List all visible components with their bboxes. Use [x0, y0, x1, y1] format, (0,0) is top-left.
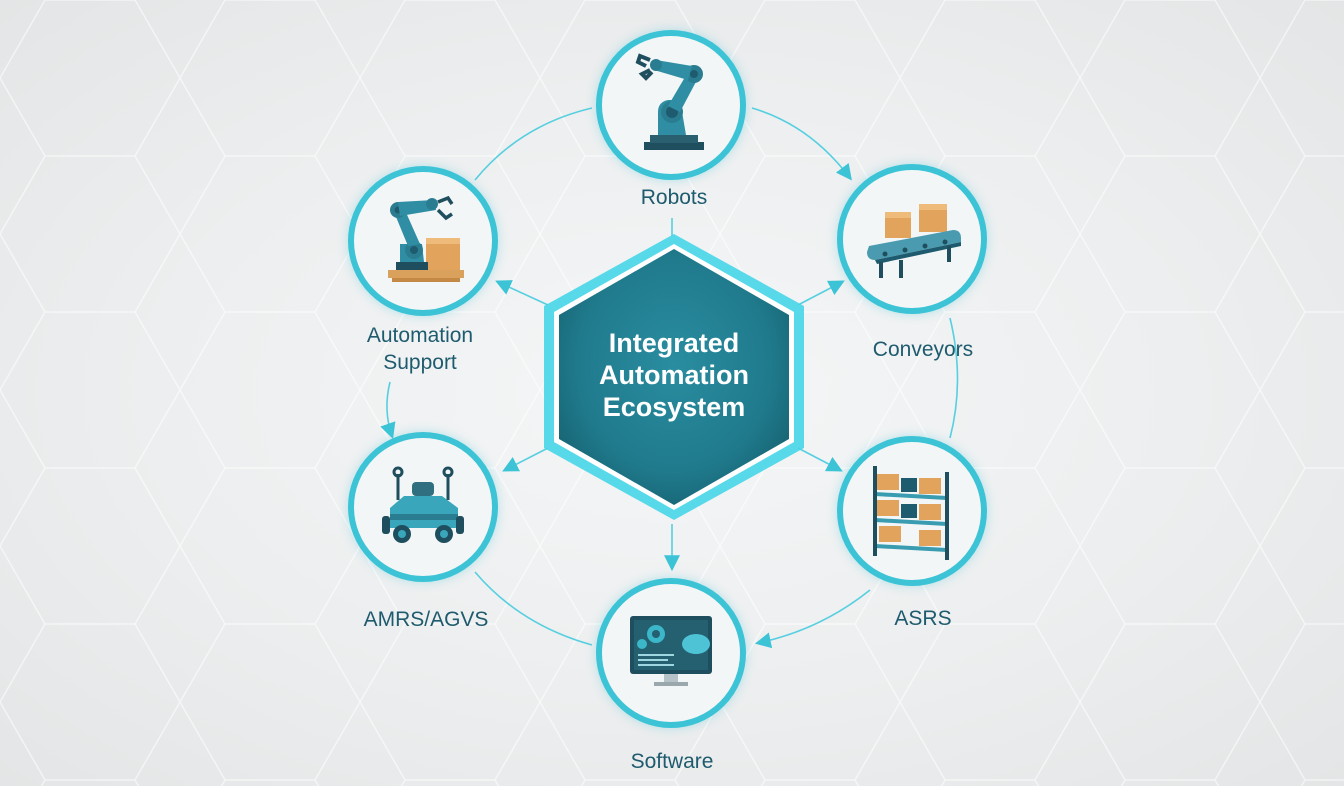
center-hexagon: [544, 234, 804, 520]
label-software: Software: [630, 750, 714, 773]
center-title: Integrated Automation Ecosystem: [542, 327, 806, 423]
node-automation-support[interactable]: [348, 166, 498, 316]
storage-rack-icon: [873, 466, 949, 560]
label-automation-support-line2: Support: [383, 351, 457, 374]
node-amrs-agvs[interactable]: [348, 432, 498, 582]
robotic-arm-icon: [635, 53, 704, 150]
center-title-line3: Ecosystem: [602, 392, 746, 422]
node-software[interactable]: [596, 578, 746, 728]
label-automation-support: Automation Support: [320, 322, 520, 376]
node-robots[interactable]: [596, 30, 746, 180]
label-conveyors: Conveyors: [872, 338, 974, 361]
label-asrs: ASRS: [894, 607, 952, 630]
computer-monitor-icon: [630, 616, 712, 686]
center-title-line2: Automation: [599, 360, 749, 390]
conveyor-belt-icon: [867, 204, 961, 278]
label-amrs-agvs: AMRS/AGVS: [363, 608, 489, 631]
node-conveyors[interactable]: [837, 164, 987, 314]
mobile-robot-icon: [382, 466, 464, 543]
node-asrs[interactable]: [837, 436, 987, 586]
center-title-line1: Integrated: [608, 328, 740, 358]
robot-arm-pallet-icon: [388, 195, 464, 282]
label-robots: Robots: [640, 186, 708, 209]
label-automation-support-line1: Automation: [366, 324, 474, 347]
